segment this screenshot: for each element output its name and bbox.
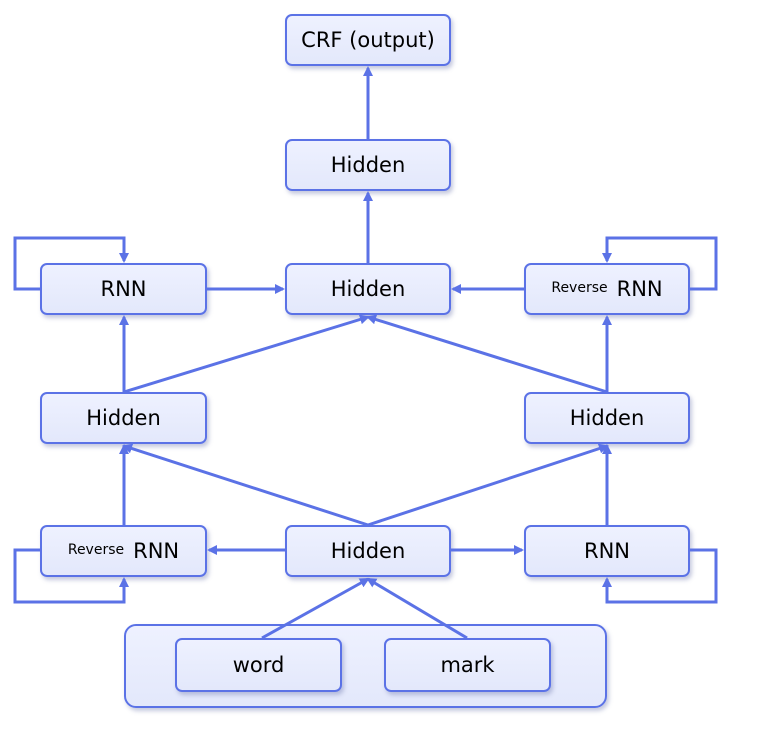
edge-hidden-bottom-to-mid-right: [367, 443, 609, 527]
reverse-prefix-top-right: Reverse: [551, 280, 608, 296]
rnn-bottom-right-node: RNN: [524, 525, 690, 577]
rnn-top-left-node: RNN: [40, 263, 207, 315]
rnn-top-left-label: RNN: [100, 277, 147, 301]
edge-hidden-mid-left-to-merge: [123, 314, 370, 394]
reverse-prefix-bottom-left: Reverse: [67, 542, 125, 558]
hidden-top-node: Hidden: [285, 139, 451, 191]
loop-reverse-rnn-bottom-left: [13, 548, 129, 604]
crf-output-label: CRF (output): [301, 28, 435, 52]
reverse-rnn-bottom-left-node: Reverse RNN: [40, 525, 207, 577]
hidden-mid-left-node: Hidden: [40, 392, 207, 444]
hidden-top-label: Hidden: [330, 153, 406, 177]
loop-rnn-top-left: [13, 236, 129, 291]
word-node: word: [175, 638, 342, 692]
hidden-bottom-label: Hidden: [330, 539, 406, 563]
mark-label: mark: [440, 653, 495, 677]
loop-rnn-bottom-right: [602, 548, 718, 604]
edge-hidden-mid-right-to-merge: [366, 314, 608, 394]
hidden-mid-left-label: Hidden: [86, 406, 161, 430]
crf-output-node: CRF (output): [285, 14, 451, 66]
hidden-merge-top-label: Hidden: [330, 277, 406, 301]
edge-hidden-bottom-to-mid-left: [122, 443, 369, 527]
hidden-merge-top-node: Hidden: [285, 263, 451, 315]
reverse-rnn-bottom-left-label: RNN: [133, 539, 180, 563]
rnn-bottom-right-label: RNN: [583, 539, 630, 563]
word-label: word: [232, 653, 285, 677]
hidden-mid-right-node: Hidden: [524, 392, 690, 444]
loop-reverse-rnn-top-right: [602, 236, 718, 291]
reverse-rnn-top-right-node: Reverse RNN: [524, 263, 690, 315]
reverse-rnn-top-right-label: RNN: [616, 277, 663, 301]
hidden-bottom-node: Hidden: [285, 525, 451, 577]
edge-mark-to-hidden-bottom: [366, 577, 468, 640]
edge-word-to-hidden-bottom: [261, 577, 370, 640]
hidden-mid-right-label: Hidden: [569, 406, 645, 430]
mark-node: mark: [384, 638, 551, 692]
